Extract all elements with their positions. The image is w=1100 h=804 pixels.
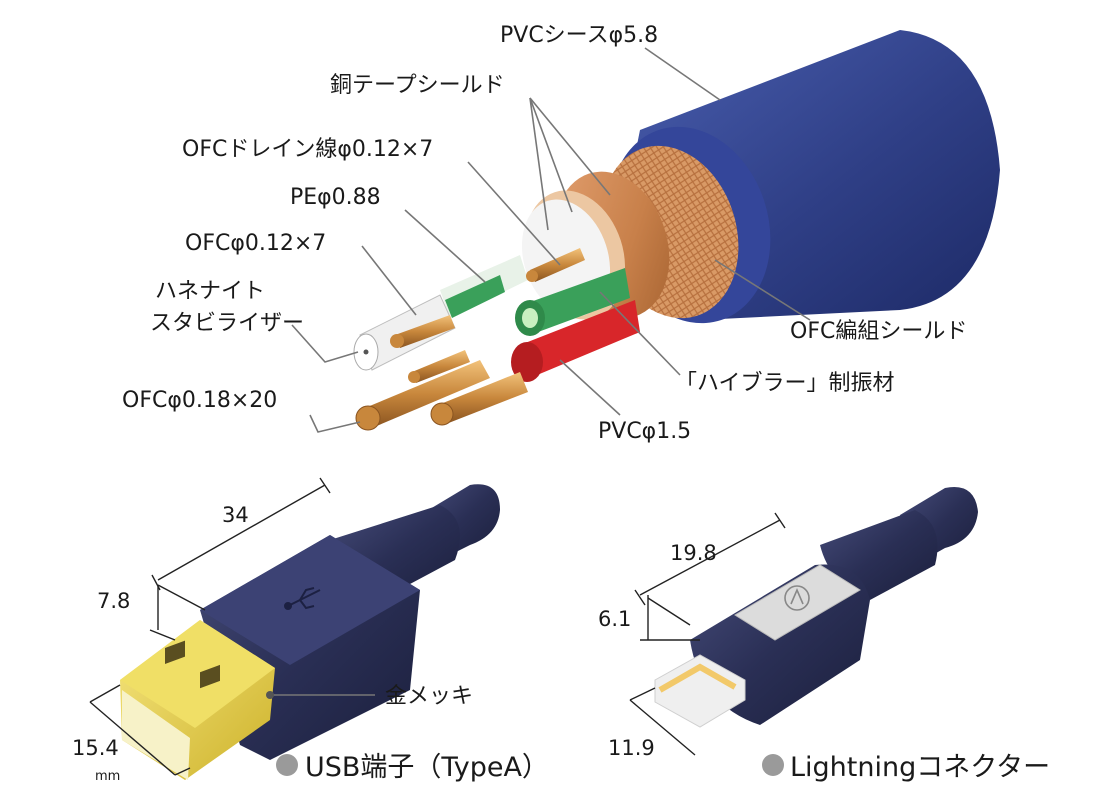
label-stabilizer-line2: スタビライザー [150,311,304,336]
label-copper-tape-shield: 銅テープシールド [330,73,505,98]
lightning-connector-illustration [654,487,978,728]
usb-caption: USB端子（TypeA） [305,752,549,783]
usb-connector-illustration [120,484,500,780]
cable-illustration [353,30,1000,431]
usb-width-value: 15.4 [72,736,119,760]
leader-lines [291,47,811,433]
label-hibrar: 「ハイブラー」制振材 [675,371,895,396]
lightning-caption-bullet-icon [762,754,784,776]
label-pvc-sheath: PVCシースφ5.8 [500,23,658,48]
lightning-height-value: 6.1 [598,607,631,631]
lightning-length-value: 19.8 [670,541,717,565]
lightning-dimensions [629,512,786,756]
label-stabilizer-line1: ハネナイト [155,279,265,304]
usb-height-value: 7.8 [97,589,130,613]
lightning-width-value: 11.9 [608,736,655,760]
usb-unit: mm [95,769,120,784]
usb-symbol-icon [284,587,321,610]
usb-caption-bullet-icon [276,754,298,776]
label-ofc-braid-shield: OFC編組シールド [790,319,967,344]
label-pe: PEφ0.88 [290,185,381,210]
label-ofc-small: OFCφ0.12×7 [185,231,326,256]
usb-gold-plating-label: 金メッキ [385,684,473,709]
label-ofc-large: OFCφ0.18×20 [122,388,277,413]
usb-dimensions [89,477,375,776]
lightning-caption: Lightningコネクター [790,752,1050,783]
audio-technica-logo-icon [784,585,810,611]
label-ofc-drain: OFCドレイン線φ0.12×7 [182,137,433,162]
usb-length-value: 34 [222,503,249,527]
label-pvc-insulation: PVCφ1.5 [598,419,691,444]
